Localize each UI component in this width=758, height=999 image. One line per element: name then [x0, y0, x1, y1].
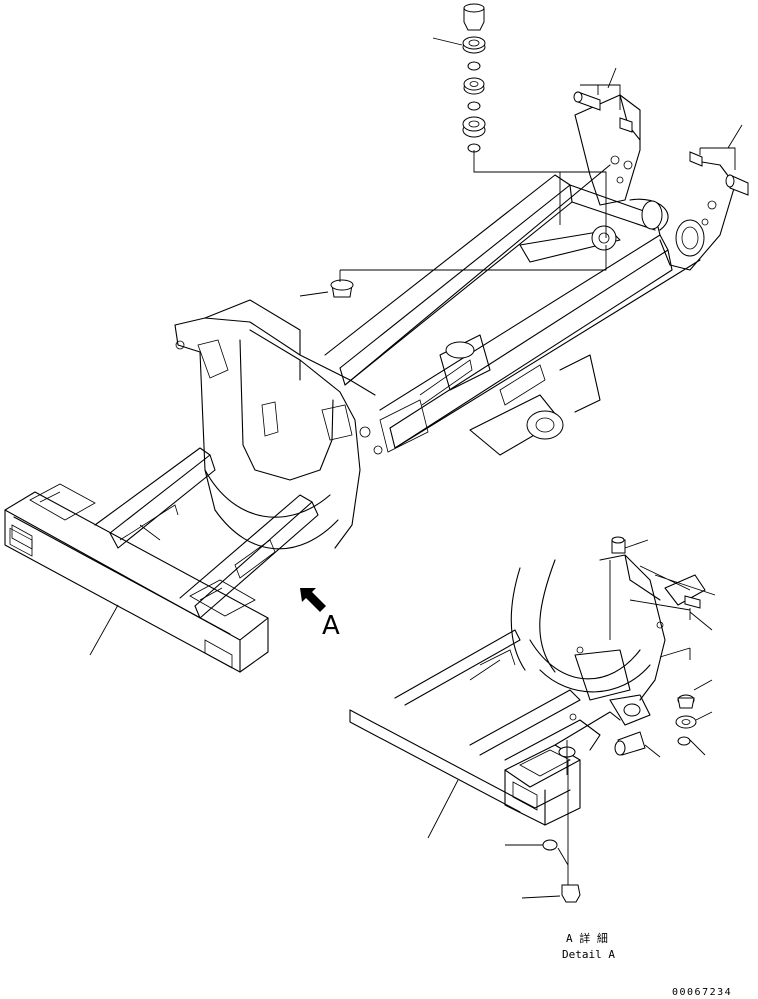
washer-part-2: [467, 61, 481, 71]
mount-rubber-2: [462, 116, 486, 138]
mount-parts-stack: [462, 3, 486, 153]
detail-title-en: Detail A: [562, 948, 615, 961]
front-left-rail: [94, 447, 319, 619]
rear-axle: [469, 354, 601, 456]
rear-crossmembers: [439, 184, 669, 391]
detail-title-jp: A 詳 細: [566, 931, 608, 945]
detail-parts: [542, 536, 701, 903]
detail-a-view: A 詳 細 Detail A: [349, 536, 716, 961]
rear-pins: [573, 91, 749, 196]
detail-leader-lines: [427, 539, 716, 899]
front-crossbeam: [4, 483, 269, 673]
view-arrow-a: A: [300, 588, 340, 641]
washer-part-1: [462, 36, 486, 54]
mount-cup-part: [330, 279, 354, 298]
washer-part-3: [467, 101, 481, 111]
mount-rubber-1: [463, 77, 485, 95]
view-label-a: A: [322, 611, 340, 641]
main-frame-assembly: [4, 94, 736, 673]
leader-lines-main: [89, 37, 743, 656]
front-tower: [174, 299, 383, 550]
detail-crossbeam: [504, 711, 621, 826]
detail-frame: [349, 554, 666, 813]
detail-mount-bracket: [569, 574, 706, 726]
drawing-code: 00067234: [672, 987, 732, 998]
bolt-part: [463, 3, 485, 31]
rear-side-rails: [324, 164, 701, 453]
